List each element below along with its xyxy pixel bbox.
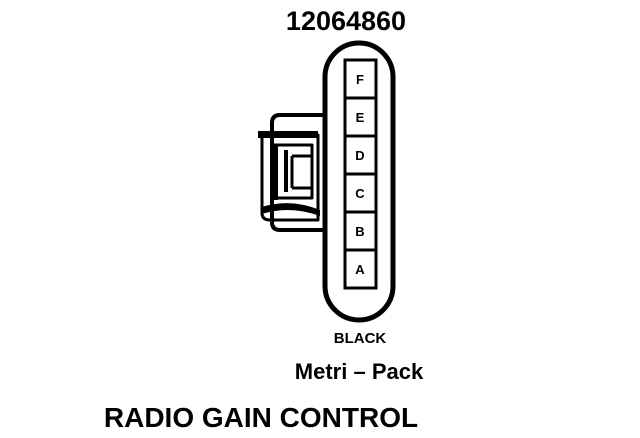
connector-body [322, 40, 396, 323]
latch-accents [258, 131, 320, 216]
connector-color-label: BLACK [334, 330, 387, 347]
pin-label-e: E [356, 110, 365, 125]
pin-label-a: A [355, 262, 365, 277]
pin-label-b: B [355, 224, 364, 239]
pin-dividers [345, 96, 376, 252]
connector-series-label: Metri – Pack [295, 359, 424, 384]
pin-label-f: F [356, 72, 364, 87]
diagram-title: RADIO GAIN CONTROL [104, 402, 418, 433]
part-number: 12064860 [286, 6, 406, 36]
pin-label-d: D [355, 148, 364, 163]
pin-label-c: C [355, 186, 365, 201]
